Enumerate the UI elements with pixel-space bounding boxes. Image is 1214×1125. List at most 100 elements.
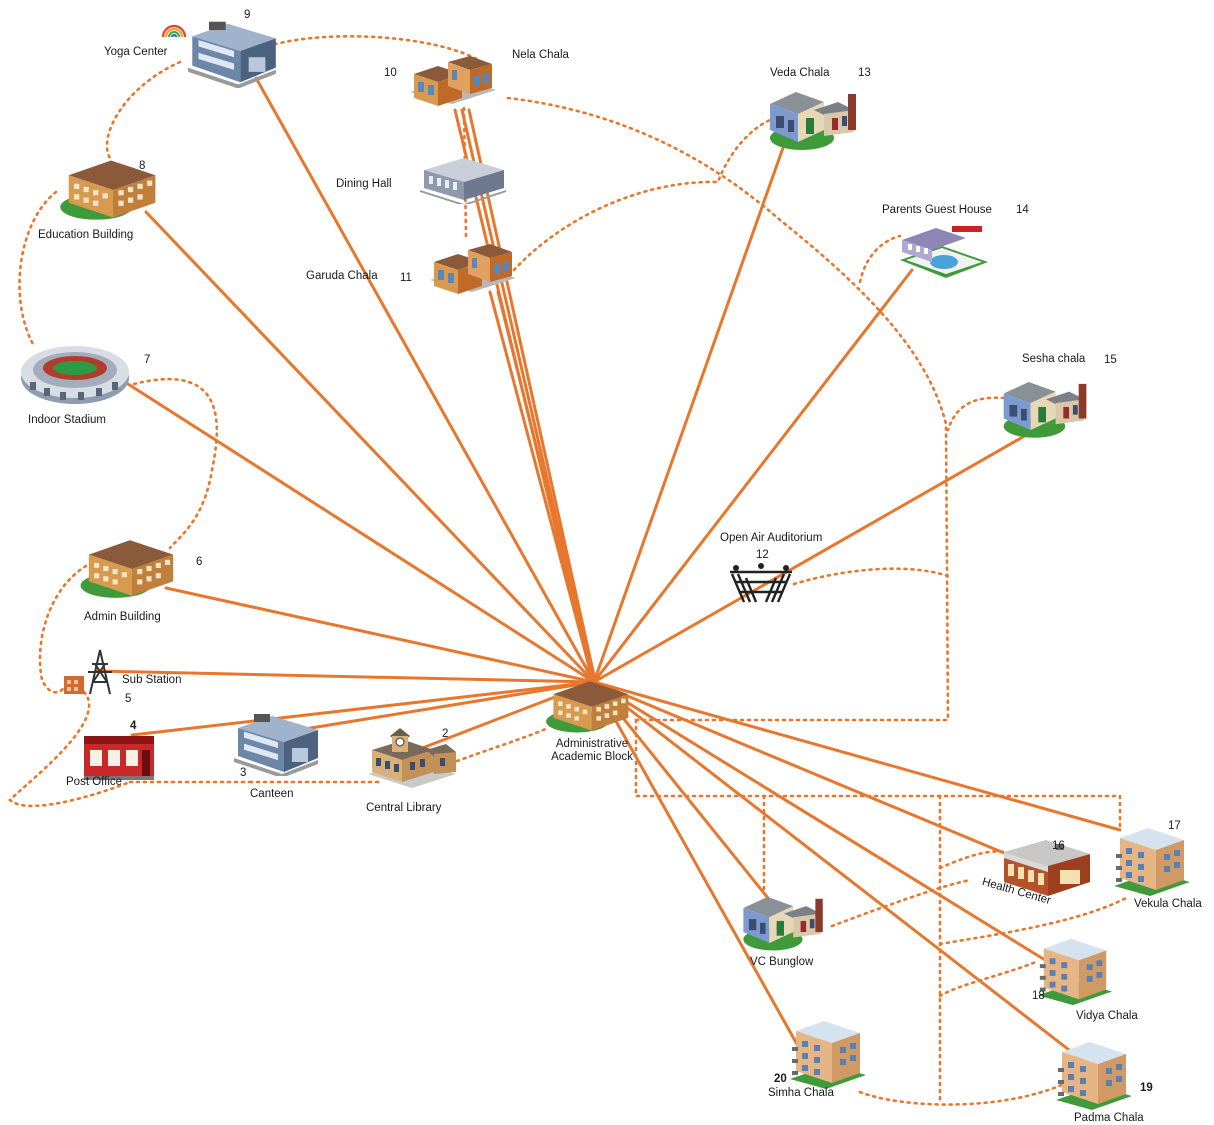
auditorium-icon [726,562,796,606]
veda-chala-number: 13 [858,67,871,79]
pathway-5 [38,564,88,694]
apartment-icon [1110,824,1194,898]
simha-chala-number: 20 [774,1073,787,1085]
pathway-14 [946,396,1006,432]
link-canteen [278,680,596,735]
link-veda-chala [592,126,792,684]
office-building-icon [186,16,280,89]
sesha-chala-node[interactable] [996,370,1096,442]
yoga-center-label: Yoga Center [104,46,168,58]
hub-label-line1: Administrative [555,738,629,750]
link-post-office [130,680,596,737]
education-building-label: Education Building [38,229,134,241]
house-icon [762,80,866,154]
admin-building-label: Admin Building [84,611,161,623]
hall-building-icon [420,154,506,206]
administrative-building-icon [542,674,638,738]
link-garuda-chala-1 [496,290,597,684]
education-building-number: 8 [139,160,146,172]
sub-station-node[interactable] [62,646,124,696]
post-office-label: Post Office [66,776,123,788]
link-nela-chala-2 [467,108,597,684]
veda-chala-node[interactable] [762,80,866,154]
indoor-stadium-node[interactable] [18,338,132,406]
nela-chala-node[interactable] [404,48,500,122]
school-building-icon [78,532,182,604]
veda-chala-label: Veda Chala [770,67,830,79]
apartment-icon [786,1016,870,1092]
pathway-22 [938,896,1128,946]
vidya-chala-number: 18 [1032,990,1045,1002]
nela-chala-label: Nela Chala [512,49,569,61]
open-air-auditorium-node[interactable] [726,562,796,606]
stadium-icon [18,338,132,406]
power-tower-icon [62,646,124,696]
pathway-21 [830,878,972,928]
pathway-12 [512,118,772,272]
central-library-number: 2 [442,728,449,740]
indoor-stadium-number: 7 [144,354,151,366]
vekula-chala-number: 17 [1168,820,1181,832]
hub-label: Administrative Academic Block [527,738,657,764]
padma-chala-number: 19 [1140,1082,1153,1094]
complex-building-icon [424,236,520,310]
sub-station-label: Sub Station [122,674,182,686]
pathway-9 [442,726,550,768]
yoga-center-number: 9 [244,9,251,21]
sesha-chala-number: 15 [1104,354,1117,366]
connection-lines [94,76,1122,1062]
open-air-auditorium-number: 12 [756,549,769,561]
parents-guest-house-number: 14 [1016,204,1029,216]
pathway-2 [266,35,484,64]
dining-hall-node[interactable] [420,154,506,206]
hub-label-line2: Academic Block [551,751,633,763]
central-library-node[interactable] [364,726,460,792]
health-center-number: 16 [1052,840,1065,852]
house-icon [996,370,1096,442]
link-padma-chala [592,680,1084,1062]
vc-bunglow-label: VC Bunglow [750,956,814,968]
nela-chala-number: 10 [384,67,397,79]
link-vidya-chala [592,680,1060,970]
simha-chala-node[interactable] [786,1016,870,1092]
link-garuda-chala [488,290,595,684]
school-building-icon [58,152,164,226]
admin-building-node[interactable] [78,532,182,604]
health-center-node[interactable] [1000,836,1094,902]
apartment-icon [1052,1038,1136,1112]
padma-chala-label: Padma Chala [1074,1112,1144,1124]
education-building-node[interactable] [58,152,164,226]
link-sub-station [94,669,596,684]
vekula-chala-node[interactable] [1110,824,1194,898]
link-admin-building [164,586,596,684]
post-office-icon [80,732,158,782]
padma-chala-node[interactable] [1052,1038,1136,1112]
sub-station-number: 5 [125,693,132,705]
link-sesha-chala [592,432,1030,684]
canteen-number: 3 [240,767,247,779]
pathway-1 [105,60,182,160]
link-vc-bunglow [592,680,778,910]
canteen-node[interactable] [232,710,322,778]
sesha-chala-label: Sesha chala [1022,353,1086,365]
garuda-chala-node[interactable] [424,236,520,310]
yoga-center-node[interactable] [186,16,280,89]
hub-node[interactable] [536,672,646,742]
link-vekula-chala [592,680,1122,832]
link-indoor-stadium [126,382,596,684]
vc-bunglow-node[interactable] [736,884,832,956]
library-icon [364,726,460,792]
pathway-4 [132,377,219,550]
pathway-6 [8,690,132,808]
post-office-node[interactable] [80,732,158,782]
dining-hall-label: Dining Hall [336,178,392,190]
central-library-label: Central Library [366,802,442,814]
link-yoga-center [254,76,596,684]
vidya-chala-node[interactable] [1034,934,1116,1008]
pathway-24 [858,1082,1066,1106]
indoor-stadium-label: Indoor Stadium [28,414,106,426]
parents-guest-house-node[interactable] [896,220,992,288]
link-health-center [592,680,1018,860]
